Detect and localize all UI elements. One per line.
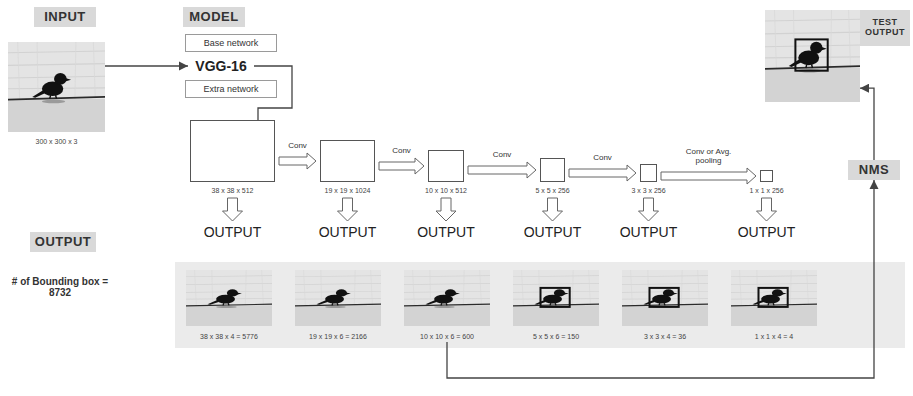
dimension-caption: 3 x 3 x 256 bbox=[631, 187, 665, 194]
output-band bbox=[175, 262, 905, 348]
output-thumb bbox=[622, 270, 708, 326]
box-count-note: # of Bounding box = 8732 bbox=[10, 276, 110, 298]
dimension-caption: 19 x 19 x 1024 bbox=[325, 187, 371, 194]
dimension-caption: 38 x 38 x 512 bbox=[211, 187, 253, 194]
connector-line bbox=[447, 180, 874, 378]
connector-line bbox=[860, 88, 874, 160]
output-thumbnail: 1 x 1 x 4 = 4 bbox=[731, 270, 817, 340]
output-thumb bbox=[513, 270, 599, 326]
output-thumb bbox=[295, 270, 381, 326]
edge-label: Conv bbox=[372, 147, 432, 156]
dimension-caption: 300 x 300 x 3 bbox=[35, 138, 77, 145]
dimension-caption: 1 x 1 x 256 bbox=[749, 187, 783, 194]
bounding-box bbox=[795, 39, 827, 70]
output-thumbnail: 3 x 3 x 4 = 36 bbox=[622, 270, 708, 340]
node-text: VGG-16 bbox=[195, 58, 246, 74]
output-thumb bbox=[731, 270, 817, 326]
conv-arrow bbox=[569, 165, 636, 181]
edge-label: Conv bbox=[472, 151, 532, 160]
input-image bbox=[8, 42, 105, 132]
dimension-caption: 5 x 5 x 256 bbox=[535, 187, 569, 194]
output-label: OUTPUT bbox=[406, 224, 486, 240]
feature-map: 38 x 38 x 512 bbox=[190, 120, 275, 182]
image-box: 300 x 300 x 3 bbox=[8, 42, 105, 132]
edge-label: Conv bbox=[573, 154, 633, 163]
node-text: MODEL bbox=[189, 10, 238, 24]
output-label: OUTPUT bbox=[308, 224, 388, 240]
output-thumbnail: 38 x 38 x 4 = 5776 bbox=[186, 270, 272, 340]
node-text: INPUT bbox=[44, 10, 86, 24]
conv-arrow bbox=[661, 168, 756, 184]
box-count-caption: 10 x 10 x 6 = 600 bbox=[420, 333, 474, 340]
output-thumbnail: 5 x 5 x 6 = 150 bbox=[513, 270, 599, 340]
output-thumb bbox=[404, 270, 490, 326]
connector-line bbox=[105, 65, 188, 66]
feature-map: 1 x 1 x 256 bbox=[760, 170, 773, 182]
box-count-caption: 38 x 38 x 4 = 5776 bbox=[200, 333, 258, 340]
feature-map: 10 x 10 x 512 bbox=[428, 150, 464, 182]
image-box bbox=[765, 10, 860, 102]
output-thumbnail: 19 x 19 x 6 = 2166 bbox=[295, 270, 381, 340]
test-output-image bbox=[765, 10, 860, 102]
node-text: Extra network bbox=[203, 84, 258, 94]
output-thumbnail: 10 x 10 x 6 = 600 bbox=[404, 270, 490, 340]
network-box: Base network bbox=[185, 34, 277, 52]
section-header: NMS bbox=[848, 160, 900, 180]
node-text: NMS bbox=[859, 163, 889, 177]
bounding-box bbox=[541, 288, 570, 307]
edge-label: Conv or Avg. pooling bbox=[679, 148, 739, 166]
output-label: OUTPUT bbox=[609, 224, 689, 240]
output-label: OUTPUT bbox=[513, 224, 593, 240]
box-count-caption: 19 x 19 x 6 = 2166 bbox=[309, 333, 367, 340]
bounding-box bbox=[650, 288, 679, 307]
feature-map: 5 x 5 x 256 bbox=[540, 158, 565, 182]
conv-arrow bbox=[379, 158, 424, 174]
conv-arrow bbox=[279, 153, 316, 169]
node-text: TEST OUTPUT bbox=[860, 18, 910, 38]
conv-arrow bbox=[468, 162, 536, 178]
output-label: OUTPUT bbox=[193, 224, 273, 240]
dimension-caption: 10 x 10 x 512 bbox=[425, 187, 467, 194]
feature-map: 19 x 19 x 1024 bbox=[320, 140, 375, 182]
feature-map: 3 x 3 x 256 bbox=[640, 164, 657, 182]
edge-label: Conv bbox=[268, 142, 328, 151]
section-header: TEST OUTPUT bbox=[860, 10, 910, 46]
network-name: VGG-16 bbox=[190, 56, 252, 76]
box-count-caption: 3 x 3 x 4 = 36 bbox=[644, 333, 686, 340]
node-text: OUTPUT bbox=[35, 235, 91, 249]
node-text: Base network bbox=[204, 38, 259, 48]
bounding-box bbox=[759, 288, 788, 307]
box-count-caption: 5 x 5 x 6 = 150 bbox=[533, 333, 579, 340]
section-header: INPUT bbox=[34, 7, 96, 27]
section-header: MODEL bbox=[183, 7, 245, 27]
down-arrows bbox=[223, 198, 777, 221]
section-header: OUTPUT bbox=[30, 232, 96, 252]
output-label: OUTPUT bbox=[727, 224, 807, 240]
network-box: Extra network bbox=[185, 80, 277, 98]
output-thumb bbox=[186, 270, 272, 326]
box-count-caption: 1 x 1 x 4 = 4 bbox=[755, 333, 793, 340]
